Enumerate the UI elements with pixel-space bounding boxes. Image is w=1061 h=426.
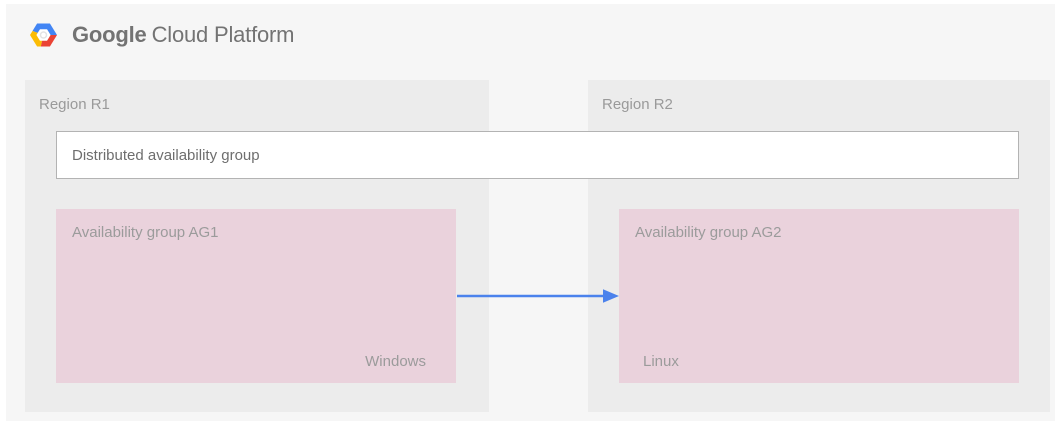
brand-cloud-platform: Cloud Platform: [151, 22, 295, 47]
google-cloud-platform-logo-icon: [30, 23, 57, 47]
distributed-availability-group-box: Distributed availability group: [56, 131, 1019, 179]
distributed-availability-group-label: Distributed availability group: [72, 146, 260, 164]
availability-group-ag1-box: Availability group AG1 Windows: [56, 209, 456, 383]
region-r1-label: Region R1: [39, 96, 110, 113]
linux-os-label: Linux: [643, 353, 679, 370]
replication-arrow-icon: [457, 289, 619, 303]
region-r2-label: Region R2: [602, 96, 673, 113]
availability-group-ag1-label: Availability group AG1: [72, 224, 219, 241]
windows-os-label: Windows: [365, 353, 426, 370]
availability-group-ag2-box: Availability group AG2 Linux: [619, 209, 1019, 383]
brand-google: Google: [72, 22, 147, 47]
availability-group-ag2-label: Availability group AG2: [635, 224, 782, 241]
